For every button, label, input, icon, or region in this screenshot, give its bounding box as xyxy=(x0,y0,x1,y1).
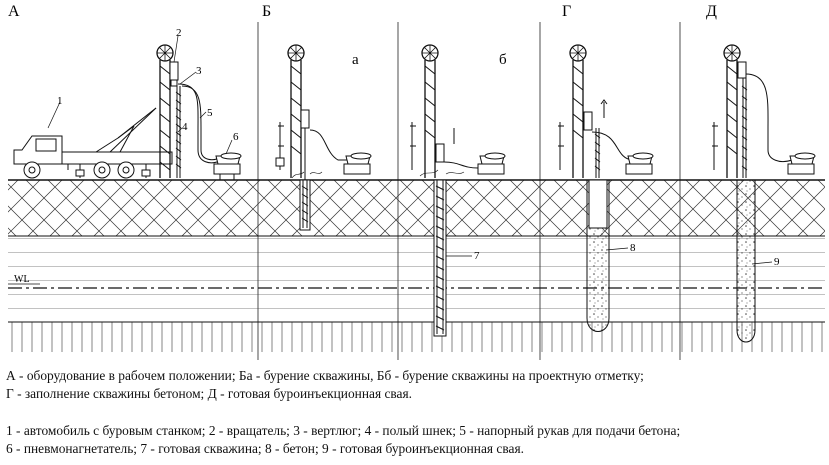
drill-mast xyxy=(156,44,179,178)
caption-stages-line-1: А - оборудование в рабочем положении; Ба… xyxy=(6,368,644,383)
pneumatic-pump xyxy=(343,152,372,175)
bedrock-layer xyxy=(8,322,825,352)
caption-legend-line-2: 6 - пневмонагнетатель; 7 - готовая скваж… xyxy=(6,441,524,456)
pneumatic-pump xyxy=(787,152,816,175)
caption-legend-line-1: 1 - автомобиль с буровым станком; 2 - вр… xyxy=(6,423,681,438)
callout-2: 2 xyxy=(176,27,182,39)
stage-g-callout-leaders xyxy=(605,247,629,251)
stage-label-g: Г xyxy=(562,3,571,20)
stage-label-a: А xyxy=(8,3,20,20)
borehole-shallow xyxy=(299,179,311,231)
callout-4: 4 xyxy=(182,121,188,133)
water-level-label: WL xyxy=(14,274,30,285)
stage-a-callout-leaders xyxy=(47,35,233,155)
substage-label-a: а xyxy=(352,52,359,68)
caption-stages-line-2: Г - заполнение скважины бетоном; Д - гот… xyxy=(6,386,412,401)
stage-d-callout-leaders xyxy=(751,261,773,265)
stage-g-equipment xyxy=(558,44,654,332)
callout-1: 1 xyxy=(57,95,63,107)
fill-soil-layer xyxy=(8,180,825,236)
caption-gap xyxy=(6,403,826,422)
callout-7: 7 xyxy=(474,250,480,262)
pile-installation-diagram: WL xyxy=(8,3,825,360)
soil-layers: WL xyxy=(8,179,825,352)
pneumatic-pump xyxy=(625,152,654,175)
stage-label-b: Б xyxy=(262,3,271,20)
loam-layer xyxy=(8,236,825,322)
substage-label-b: б xyxy=(499,52,507,68)
callout-5: 5 xyxy=(207,107,213,119)
stage-label-d: Д xyxy=(706,3,717,20)
stage-a-equipment xyxy=(13,44,242,180)
stage-d-equipment xyxy=(712,44,816,343)
callout-8: 8 xyxy=(630,242,636,254)
hollow-auger xyxy=(175,86,182,178)
stage-b-equipment xyxy=(275,44,506,337)
callout-3: 3 xyxy=(196,65,202,77)
callout-6: 6 xyxy=(233,131,239,143)
pneumatic-pump xyxy=(477,152,506,175)
finished-pile xyxy=(736,179,756,343)
pneumatic-pump xyxy=(213,152,242,180)
figure-caption: А - оборудование в рабочем положении; Ба… xyxy=(6,367,826,458)
callout-9: 9 xyxy=(774,256,780,268)
truck xyxy=(13,107,173,179)
